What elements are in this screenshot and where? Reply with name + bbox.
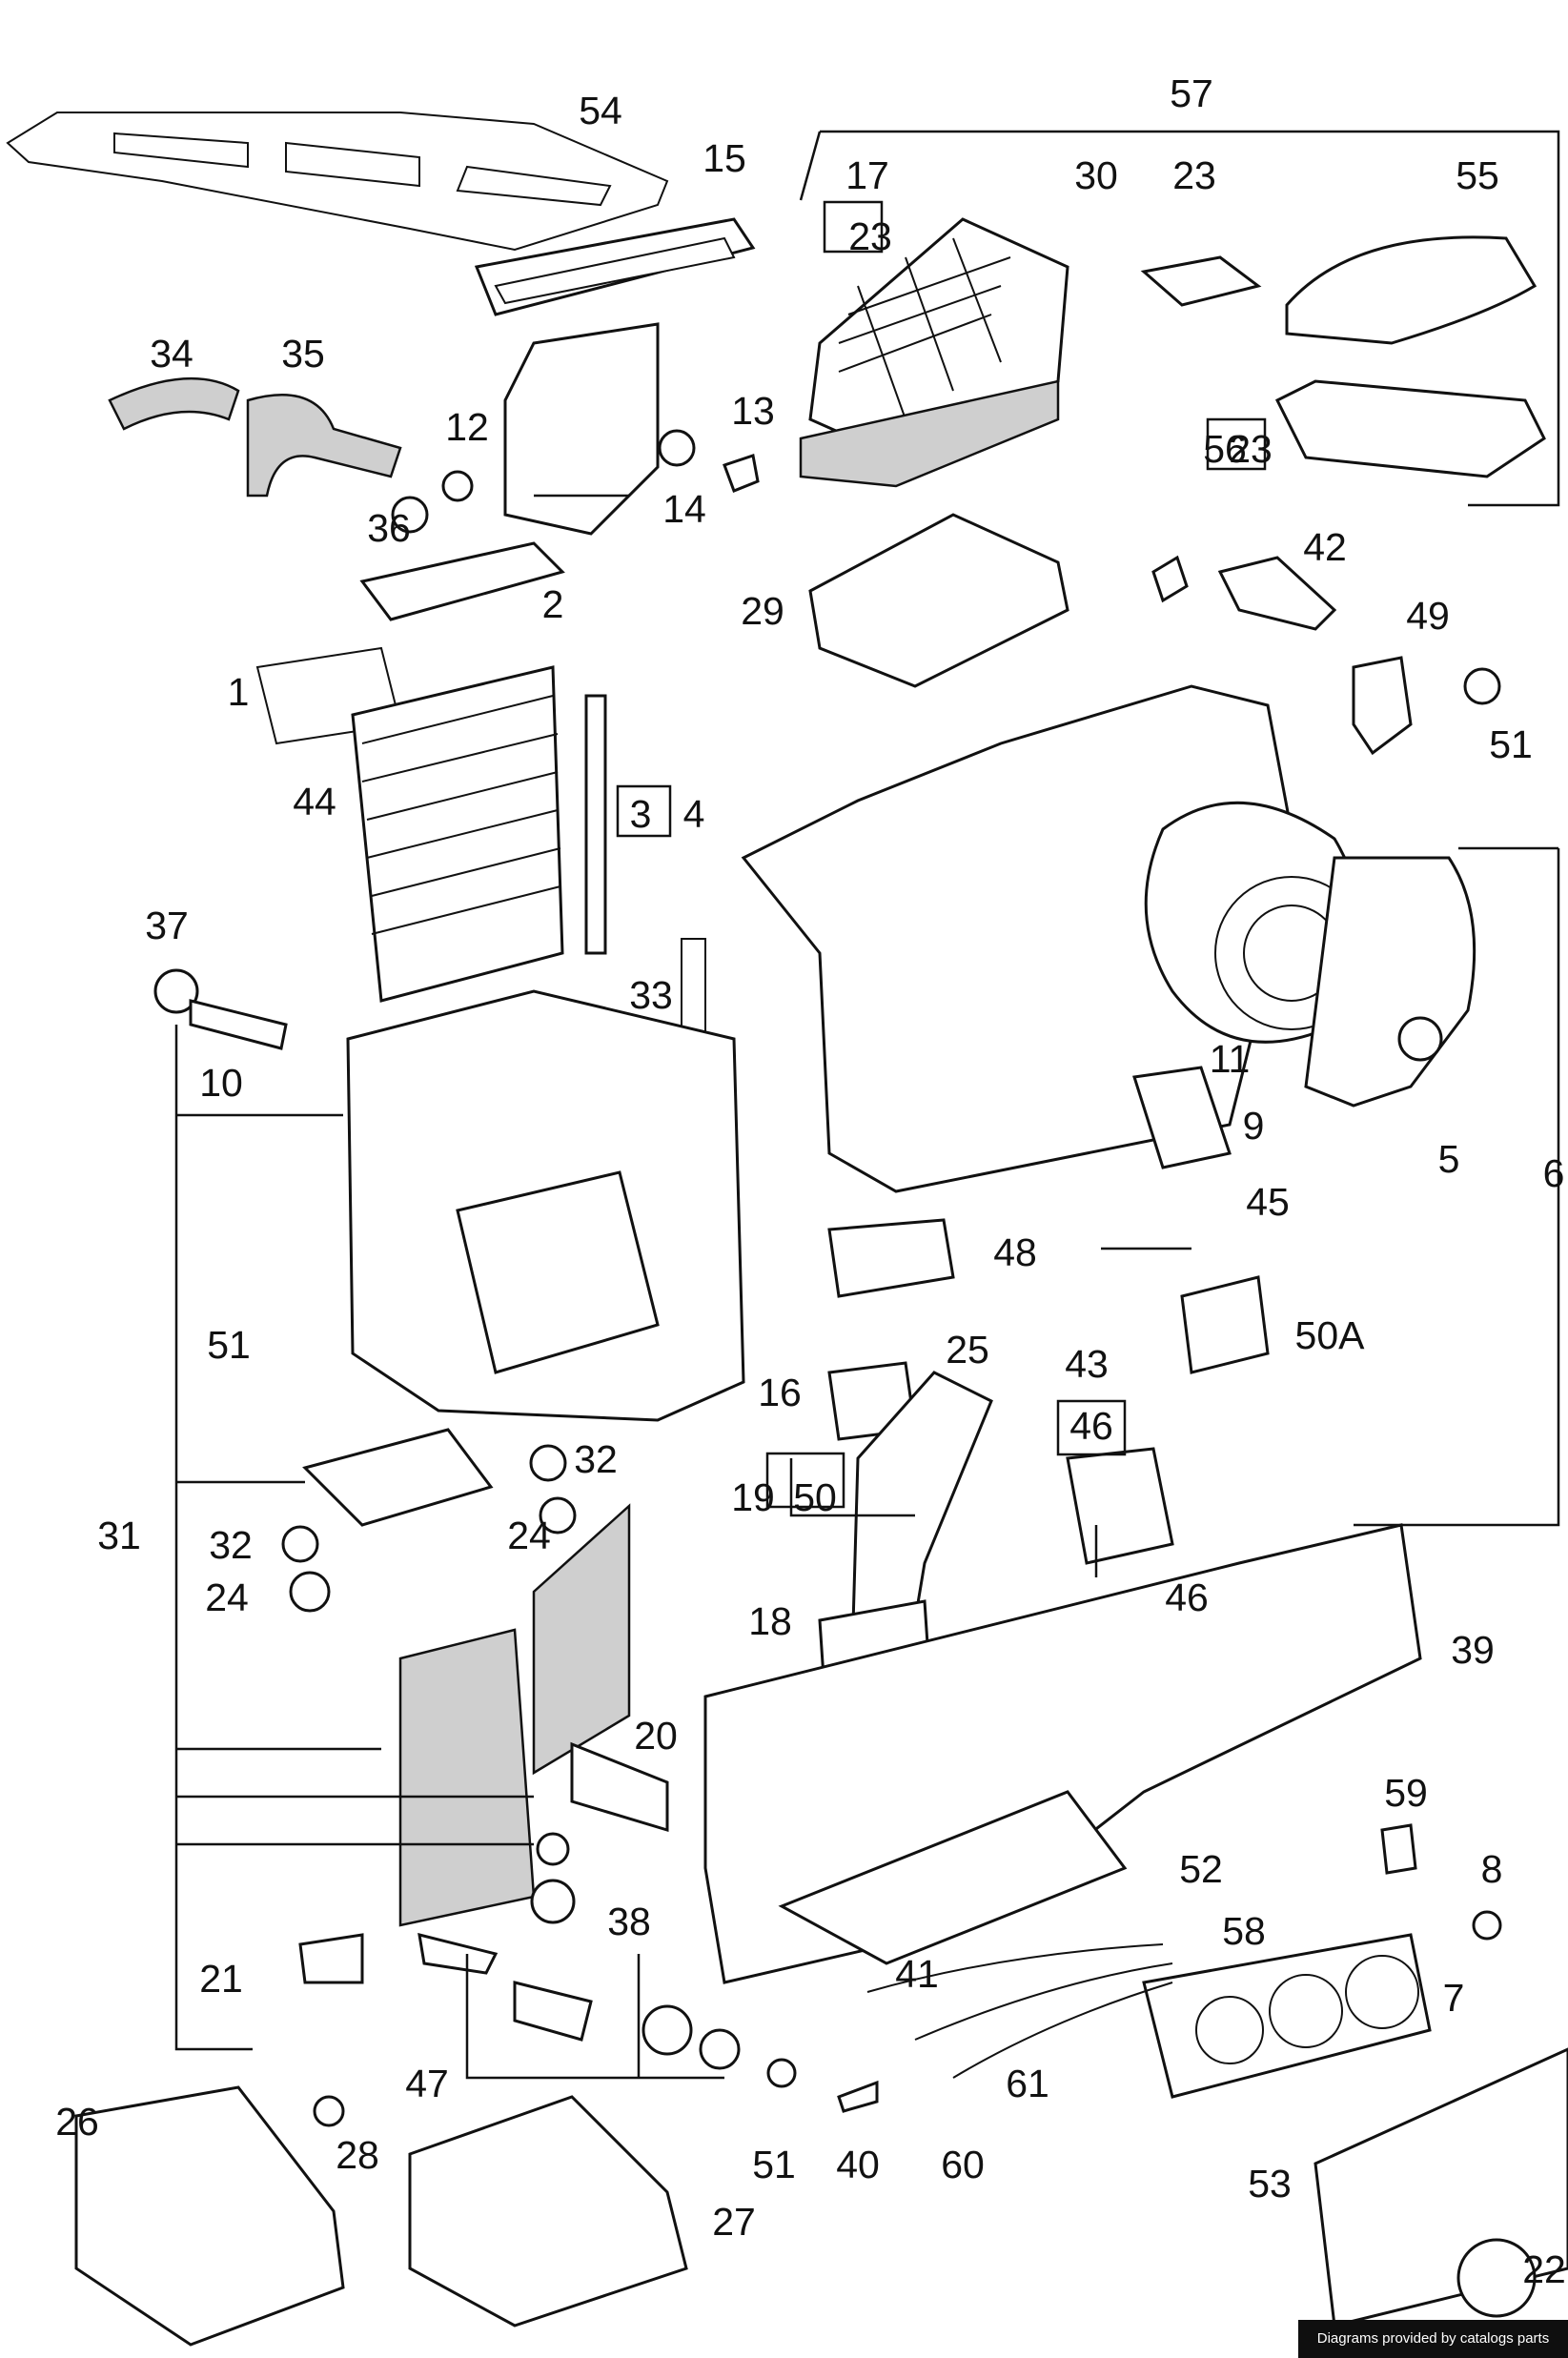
callout-39: 39 xyxy=(1451,1628,1495,1672)
callout-47: 47 xyxy=(405,2062,449,2105)
callout-box xyxy=(1206,417,1267,471)
callout-3: 3 xyxy=(630,792,652,836)
callout-10: 10 xyxy=(199,1061,243,1105)
callout-61: 61 xyxy=(1006,2062,1049,2105)
callout-41: 41 xyxy=(895,1952,939,1996)
callout-29: 29 xyxy=(741,589,784,633)
callout-38: 38 xyxy=(607,1900,651,1943)
callout-58: 58 xyxy=(1222,1909,1266,1953)
callout-1: 1 xyxy=(228,670,250,714)
callout-57: 57 xyxy=(1170,71,1213,115)
callout-5: 5 xyxy=(1438,1137,1460,1181)
callout-4: 4 xyxy=(683,792,705,836)
callout-20: 20 xyxy=(634,1714,678,1758)
callout-21: 21 xyxy=(199,1957,243,2001)
callout-43: 43 xyxy=(1065,1342,1109,1386)
callout-box xyxy=(1056,1399,1127,1456)
callout-59: 59 xyxy=(1384,1771,1428,1815)
callout-26: 26 xyxy=(55,2100,99,2144)
callout-35: 35 xyxy=(281,332,325,376)
callout-48: 48 xyxy=(993,1230,1037,1274)
callout-9: 9 xyxy=(1243,1104,1265,1148)
callout-51: 51 xyxy=(207,1323,251,1367)
callout-2: 2 xyxy=(542,582,564,626)
callout-11: 11 xyxy=(1210,1037,1251,1081)
callout-45: 45 xyxy=(1246,1180,1290,1224)
leader-lines xyxy=(174,130,1560,2080)
callout-15: 15 xyxy=(703,136,746,180)
callout-54: 54 xyxy=(579,89,622,132)
callout-17: 17 xyxy=(845,153,889,197)
callout-14: 14 xyxy=(662,487,706,531)
callout-12: 12 xyxy=(445,405,489,449)
callout-box xyxy=(823,200,884,254)
callout-42: 42 xyxy=(1303,525,1347,569)
callout-30: 30 xyxy=(1074,153,1118,197)
credit-banner: Diagrams provided by catalogs parts xyxy=(1298,2320,1568,2358)
callout-box xyxy=(616,784,672,838)
callout-53: 53 xyxy=(1248,2162,1292,2206)
callout-36: 36 xyxy=(367,506,411,550)
callout-50: 50 xyxy=(793,1475,837,1519)
callout-40: 40 xyxy=(836,2143,880,2186)
callout-7: 7 xyxy=(1443,1976,1465,2020)
callout-27: 27 xyxy=(712,2200,756,2244)
callout-60: 60 xyxy=(941,2143,985,2186)
callout-6: 6 xyxy=(1543,1151,1565,1195)
callout-46: 46 xyxy=(1069,1404,1113,1448)
callout-44: 44 xyxy=(293,780,336,823)
callout-34: 34 xyxy=(150,332,193,376)
callout-33: 33 xyxy=(629,973,673,1017)
callout-box xyxy=(765,1452,845,1509)
callout-37: 37 xyxy=(145,904,189,947)
callout-32: 32 xyxy=(574,1437,618,1481)
callout-24: 24 xyxy=(507,1514,551,1557)
callout-51: 51 xyxy=(1489,722,1533,766)
callout-16: 16 xyxy=(758,1371,802,1414)
callout-24: 24 xyxy=(205,1575,249,1619)
callout-52: 52 xyxy=(1179,1847,1223,1891)
callout-49: 49 xyxy=(1406,594,1450,638)
callout-55: 55 xyxy=(1456,153,1499,197)
part-drawings xyxy=(6,112,1568,2347)
callout-32: 32 xyxy=(209,1523,253,1567)
callout-22: 22 xyxy=(1522,2247,1566,2291)
callout-56: 56 xyxy=(1203,427,1247,471)
callout-28: 28 xyxy=(336,2133,379,2177)
callout-23: 23 xyxy=(1172,153,1216,197)
callout-18: 18 xyxy=(748,1599,792,1643)
callout-50A: 50A xyxy=(1295,1313,1366,1357)
callout-46: 46 xyxy=(1165,1575,1209,1619)
callout-8: 8 xyxy=(1481,1847,1503,1891)
callout-31: 31 xyxy=(97,1514,141,1557)
callout-13: 13 xyxy=(731,389,775,433)
callout-51: 51 xyxy=(752,2143,796,2186)
callout-25: 25 xyxy=(946,1328,989,1372)
